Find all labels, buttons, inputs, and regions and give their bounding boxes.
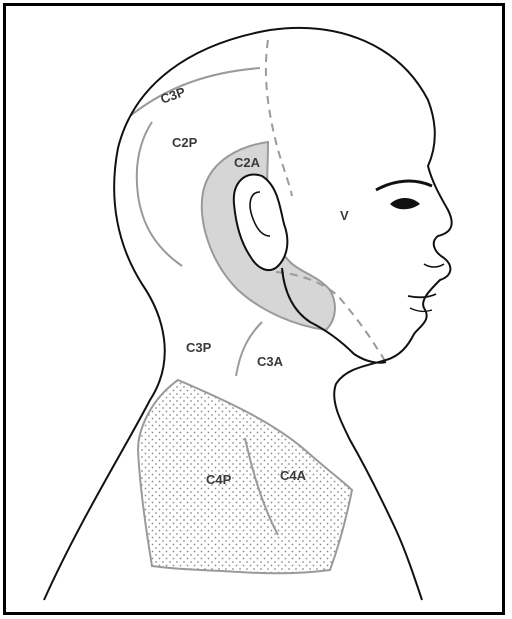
trigeminal-dashed-boundary <box>266 40 292 196</box>
label-c2p: C2P <box>172 135 198 150</box>
label-c3p-upper: C3P <box>158 84 187 107</box>
label-c3a: C3A <box>257 354 284 369</box>
eye <box>390 198 420 209</box>
lower-lip <box>410 308 432 311</box>
eyebrow <box>376 181 432 190</box>
label-v: V <box>340 208 349 223</box>
mouth <box>408 294 436 297</box>
label-c4a: C4A <box>280 468 307 483</box>
label-c3p-lower: C3P <box>186 340 212 355</box>
label-c2a: C2A <box>234 155 261 170</box>
nostril <box>424 264 444 267</box>
c3p-c2p-boundary <box>130 68 260 116</box>
c4-zone-stipple <box>138 380 352 573</box>
label-c4p: C4P <box>206 472 232 487</box>
